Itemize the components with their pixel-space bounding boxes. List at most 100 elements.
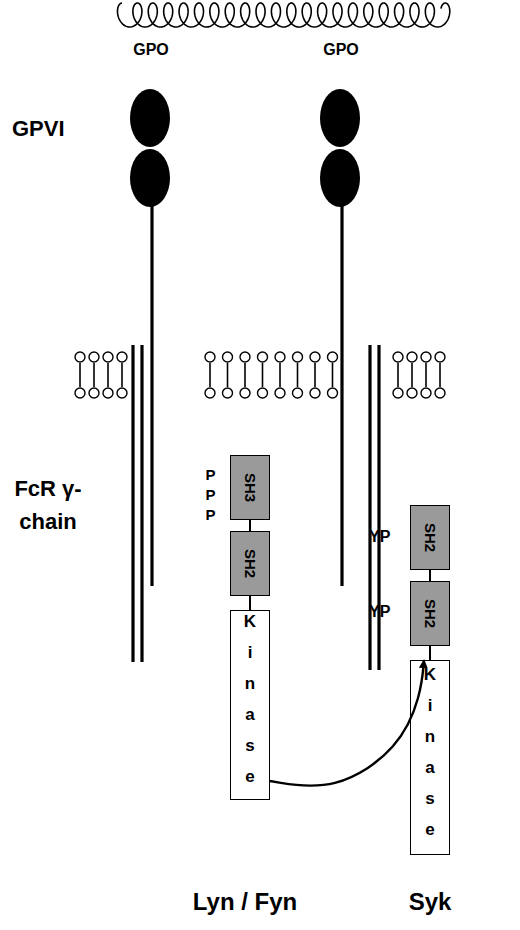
lipid-head	[328, 352, 338, 362]
lipid-head	[407, 352, 417, 362]
lipid-tail	[244, 363, 246, 387]
lipid-tail	[332, 363, 334, 387]
motif-label: GPO	[315, 38, 367, 62]
lipid-head	[435, 352, 445, 362]
linker-line	[249, 520, 251, 531]
lipid	[275, 352, 285, 398]
lipid-tail	[79, 363, 81, 387]
ig-domain	[320, 149, 360, 207]
ig-domain	[130, 149, 170, 207]
lipid-head	[75, 388, 85, 398]
sh2-domain: SH2	[410, 505, 450, 570]
lipid-head	[293, 388, 303, 398]
fcr-chain-line	[140, 345, 143, 662]
linker-line	[429, 646, 431, 660]
lipid-head	[103, 388, 113, 398]
lipid	[103, 352, 113, 398]
lipid-head	[205, 388, 215, 398]
lipid	[205, 352, 215, 398]
lipid-head	[75, 352, 85, 362]
lipid	[75, 352, 85, 398]
lipid-tail	[279, 363, 281, 387]
kinase-name: Lyn / Fyn	[180, 884, 310, 920]
lipid-head	[407, 388, 417, 398]
lipid-head	[258, 352, 268, 362]
lipid-head	[275, 352, 285, 362]
lipid-tail	[397, 363, 399, 387]
lipid-head	[117, 388, 127, 398]
linker-line	[429, 570, 431, 581]
lipid-tail	[121, 363, 123, 387]
motif-label: GPO	[125, 38, 177, 62]
lipid-head	[223, 388, 233, 398]
kinase-domain: Kinase	[230, 610, 270, 800]
lipid-head	[223, 352, 233, 362]
fcr-chain-line	[131, 345, 134, 662]
lipid-tail	[262, 363, 264, 387]
lipid-tail	[425, 363, 427, 387]
lipid	[328, 352, 338, 398]
ig-domain	[130, 89, 170, 147]
sh3-domain: SH3	[230, 455, 270, 520]
kinase-name: Syk	[395, 884, 465, 920]
lipid	[117, 352, 127, 398]
domain-label: SH3	[243, 473, 258, 502]
receptor-label: GPVI	[12, 112, 92, 145]
lipid-head	[421, 388, 431, 398]
phosphotyrosine-label: YP	[369, 600, 405, 624]
domain-label: Kinase	[422, 665, 439, 851]
chain-label: FcR γ-chain	[4, 472, 92, 538]
lipid-head	[393, 352, 403, 362]
lipid	[310, 352, 320, 398]
ig-domain	[320, 89, 360, 147]
lipid-head	[310, 388, 320, 398]
phosphotyrosine-label: YP	[369, 525, 405, 549]
lipid	[240, 352, 250, 398]
lipid-head	[421, 352, 431, 362]
lipid-head	[205, 352, 215, 362]
lipid-head	[293, 352, 303, 362]
lipid-tail	[209, 363, 211, 387]
lipid-head	[103, 352, 113, 362]
phosphorylation-arrow	[270, 660, 424, 786]
lipid	[293, 352, 303, 398]
lipid-head	[117, 352, 127, 362]
lipid	[258, 352, 268, 398]
lipid-tail	[93, 363, 95, 387]
lipid	[407, 352, 417, 398]
lipid	[89, 352, 99, 398]
domain-label: Kinase	[242, 612, 259, 798]
lipid-tail	[227, 363, 229, 387]
domain-label: SH2	[243, 549, 258, 578]
proline-motif: PPP	[203, 466, 218, 526]
lipid-head	[393, 388, 403, 398]
lipid-head	[89, 388, 99, 398]
domain-label: SH2	[423, 523, 438, 552]
lipid-head	[435, 388, 445, 398]
lipid	[421, 352, 431, 398]
lipid-head	[275, 388, 285, 398]
domain-label: SH2	[423, 599, 438, 628]
lipid-tail	[439, 363, 441, 387]
lipid-head	[240, 388, 250, 398]
lipid-head	[240, 352, 250, 362]
gpvi-stem	[150, 205, 153, 586]
fcr-chain-line	[377, 345, 380, 670]
sh2-domain: SH2	[230, 531, 270, 596]
lipid-tail	[411, 363, 413, 387]
lipid-head	[89, 352, 99, 362]
lipid-tail	[107, 363, 109, 387]
lipid	[393, 352, 403, 398]
lipid-head	[310, 352, 320, 362]
lipid	[435, 352, 445, 398]
kinase-domain: Kinase	[410, 660, 450, 855]
lipid-tail	[297, 363, 299, 387]
linker-line	[249, 596, 251, 610]
gpvi-stem	[340, 205, 343, 586]
lipid-head	[328, 388, 338, 398]
lipid-head	[258, 388, 268, 398]
sh2-domain: SH2	[410, 581, 450, 646]
collagen-helix	[117, 3, 449, 27]
fcr-chain-line	[368, 345, 371, 670]
